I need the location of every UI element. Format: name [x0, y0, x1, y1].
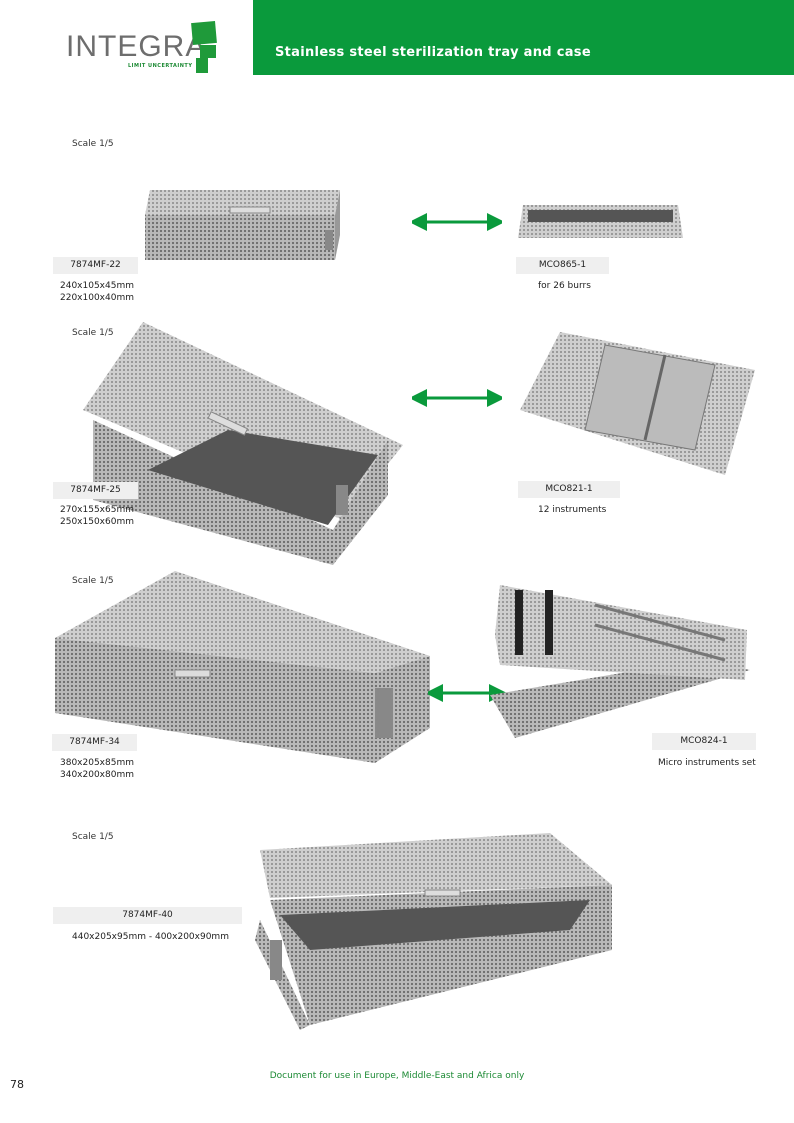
tray-image-7874mf-22	[145, 190, 340, 260]
product-code: 7874MF-34	[52, 734, 137, 751]
accessory-description: for 26 burrs	[538, 281, 591, 291]
dimension-outer: 380x205x85mm	[60, 758, 134, 768]
double-arrow-icon	[428, 684, 507, 702]
logo-wordmark: INTEGRA	[66, 30, 207, 63]
scale-label: Scale 1/5	[72, 139, 114, 149]
product-code: 7874MF-40	[53, 907, 242, 924]
scale-label: Scale 1/5	[72, 328, 114, 338]
logo-tagline: LIMIT UNCERTAINTY	[128, 63, 193, 69]
product-dimensions: 440x205x95mm - 400x200x90mm	[72, 932, 229, 942]
product-dimensions: 240x105x45mm 220x100x40mm	[60, 280, 134, 304]
accessory-description: Micro instruments set	[658, 758, 756, 768]
footer-disclaimer: Document for use in Europe, Middle-East …	[269, 1071, 525, 1081]
accessory-code: MCO824-1	[652, 733, 756, 750]
product-dimensions: 270x155x65mm 250x150x60mm	[60, 504, 134, 528]
tray-image-7874mf-25	[83, 322, 403, 565]
accessory-code: MCO865-1	[516, 257, 609, 274]
tray-image-mco865-1	[518, 205, 683, 238]
header-bar	[253, 0, 794, 75]
double-arrow-icon	[412, 389, 502, 407]
product-code: 7874MF-22	[53, 257, 138, 274]
page-title: Stainless steel sterilization tray and c…	[275, 45, 591, 60]
product-dimensions: 380x205x85mm 340x200x80mm	[60, 757, 134, 781]
product-code: 7874MF-25	[53, 482, 138, 499]
dimension-outer: 240x105x45mm	[60, 281, 134, 291]
dimension-outer: 270x155x65mm	[60, 505, 134, 515]
tray-image-mco821-1	[520, 332, 755, 475]
dimension-inner: 340x200x80mm	[60, 770, 134, 780]
tray-image-7874mf-40	[255, 833, 612, 1030]
tray-image-mco824-1	[490, 585, 750, 738]
accessory-code: MCO821-1	[518, 481, 620, 498]
page-number: 78	[10, 1078, 24, 1091]
dimension-inner: 220x100x40mm	[60, 293, 134, 303]
double-arrow-icon	[412, 213, 502, 231]
dimension-inner: 250x150x60mm	[60, 517, 134, 527]
tray-image-7874mf-34	[55, 571, 430, 763]
scale-label: Scale 1/5	[72, 832, 114, 842]
scale-label: Scale 1/5	[72, 576, 114, 586]
accessory-description: 12 instruments	[538, 505, 607, 515]
